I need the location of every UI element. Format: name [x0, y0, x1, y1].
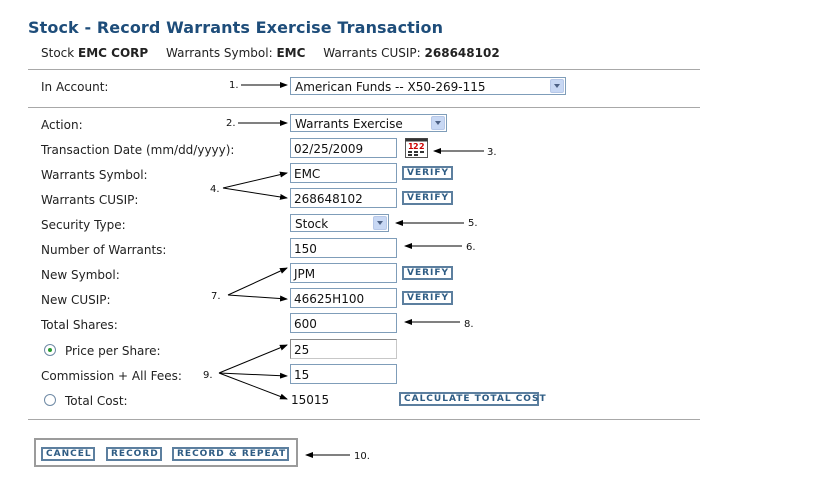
- total-shares-input[interactable]: 600: [290, 313, 397, 333]
- callout-5: 5.: [468, 218, 478, 229]
- arrow-4b: [222, 187, 288, 200]
- stock-info-bar: Stock EMC CORP Warrants Symbol: EMC Warr…: [41, 46, 500, 60]
- security-type-select[interactable]: Stock: [290, 214, 389, 232]
- warrants-cusip-field-label: Warrants CUSIP:: [41, 193, 139, 207]
- calendar-icon[interactable]: 1 2 2: [405, 138, 428, 158]
- warrants-symbol-field-label: Warrants Symbol:: [41, 168, 148, 182]
- action-buttons-group: [34, 438, 298, 467]
- security-type-value: Stock: [295, 217, 329, 231]
- warrants-cusip-input-value: 268648102: [294, 192, 363, 206]
- divider: [28, 69, 700, 70]
- svg-text:1: 1: [408, 142, 414, 151]
- divider: [28, 107, 700, 108]
- new-cusip-input[interactable]: 46625H100: [290, 288, 397, 308]
- callout-9: 9.: [203, 370, 213, 381]
- page-title: Stock - Record Warrants Exercise Transac…: [28, 18, 444, 37]
- date-input[interactable]: 02/25/2009: [290, 138, 397, 158]
- num-warrants-input-value: 150: [294, 242, 317, 256]
- commission-input-value: 15: [294, 368, 310, 382]
- arrow-4a: [222, 171, 288, 189]
- verify-warrants-symbol-button[interactable]: VERIFY: [402, 166, 453, 180]
- record-button[interactable]: RECORD: [106, 447, 162, 461]
- action-select-value: Warrants Exercise: [295, 117, 403, 131]
- commission-input[interactable]: 15: [290, 364, 397, 384]
- warrants-cusip-value: 268648102: [424, 46, 500, 60]
- account-select-value: American Funds -- X50-269-115: [295, 80, 486, 94]
- warrants-symbol-label: Warrants Symbol:: [166, 46, 273, 60]
- security-type-label: Security Type:: [41, 218, 126, 232]
- total-cost-value: 15015: [291, 393, 330, 407]
- stock-label: Stock: [41, 46, 75, 60]
- warrants-cusip-label: Warrants CUSIP:: [323, 46, 421, 60]
- num-warrants-label: Number of Warrants:: [41, 243, 167, 257]
- chevron-down-icon[interactable]: [550, 79, 564, 93]
- cancel-button[interactable]: CANCEL: [41, 447, 95, 461]
- verify-warrants-cusip-button[interactable]: VERIFY: [402, 191, 453, 205]
- account-label: In Account:: [41, 80, 109, 94]
- arrow-9a: [218, 344, 288, 374]
- arrow-9b: [218, 372, 288, 379]
- callout-1: 1.: [229, 80, 239, 91]
- new-symbol-input[interactable]: JPM: [290, 263, 397, 283]
- verify-new-cusip-button[interactable]: VERIFY: [402, 291, 453, 305]
- new-cusip-input-value: 46625H100: [294, 292, 365, 306]
- account-select[interactable]: American Funds -- X50-269-115: [290, 77, 566, 95]
- svg-text:2: 2: [419, 142, 425, 151]
- warrants-symbol-input[interactable]: EMC: [290, 163, 397, 183]
- price-per-share-radio[interactable]: [44, 344, 56, 356]
- total-cost-radio[interactable]: [44, 394, 56, 406]
- stock-value: EMC CORP: [78, 46, 149, 60]
- price-per-share-label: Price per Share:: [65, 344, 161, 358]
- date-input-value: 02/25/2009: [294, 142, 364, 156]
- callout-4: 4.: [210, 184, 220, 195]
- commission-label: Commission + All Fees:: [41, 369, 182, 383]
- record-and-repeat-button[interactable]: RECORD & REPEAT: [172, 447, 289, 461]
- warrants-symbol-input-value: EMC: [294, 167, 321, 181]
- warrants-cusip-input[interactable]: 268648102: [290, 188, 397, 208]
- svg-text:2: 2: [413, 142, 419, 151]
- price-per-share-input[interactable]: 25: [290, 339, 397, 359]
- arrow-7a: [227, 267, 288, 296]
- arrow-7b: [227, 294, 288, 302]
- chevron-down-icon[interactable]: [373, 216, 387, 230]
- chevron-down-icon[interactable]: [431, 116, 445, 130]
- date-label: Transaction Date (mm/dd/yyyy):: [41, 143, 235, 157]
- divider: [28, 419, 700, 420]
- arrow-9c: [218, 372, 288, 400]
- callout-8: 8.: [464, 319, 474, 330]
- callout-6: 6.: [466, 242, 476, 253]
- new-symbol-label: New Symbol:: [41, 268, 120, 282]
- calculate-total-cost-button[interactable]: CALCULATE TOTAL COST: [399, 392, 546, 406]
- new-cusip-label: New CUSIP:: [41, 293, 111, 307]
- warrants-symbol-value: EMC: [276, 46, 306, 60]
- callout-10: 10.: [354, 451, 370, 462]
- total-cost-label: Total Cost:: [65, 394, 128, 408]
- callout-3: 3.: [487, 147, 497, 158]
- new-symbol-input-value: JPM: [294, 267, 316, 281]
- action-select[interactable]: Warrants Exercise: [290, 114, 447, 132]
- callout-2: 2.: [226, 118, 236, 129]
- callout-7: 7.: [211, 291, 221, 302]
- verify-new-symbol-button[interactable]: VERIFY: [402, 266, 453, 280]
- action-label: Action:: [41, 118, 83, 132]
- num-warrants-input[interactable]: 150: [290, 238, 397, 258]
- total-shares-input-value: 600: [294, 317, 317, 331]
- price-per-share-input-value: 25: [294, 343, 310, 357]
- total-shares-label: Total Shares:: [41, 318, 118, 332]
